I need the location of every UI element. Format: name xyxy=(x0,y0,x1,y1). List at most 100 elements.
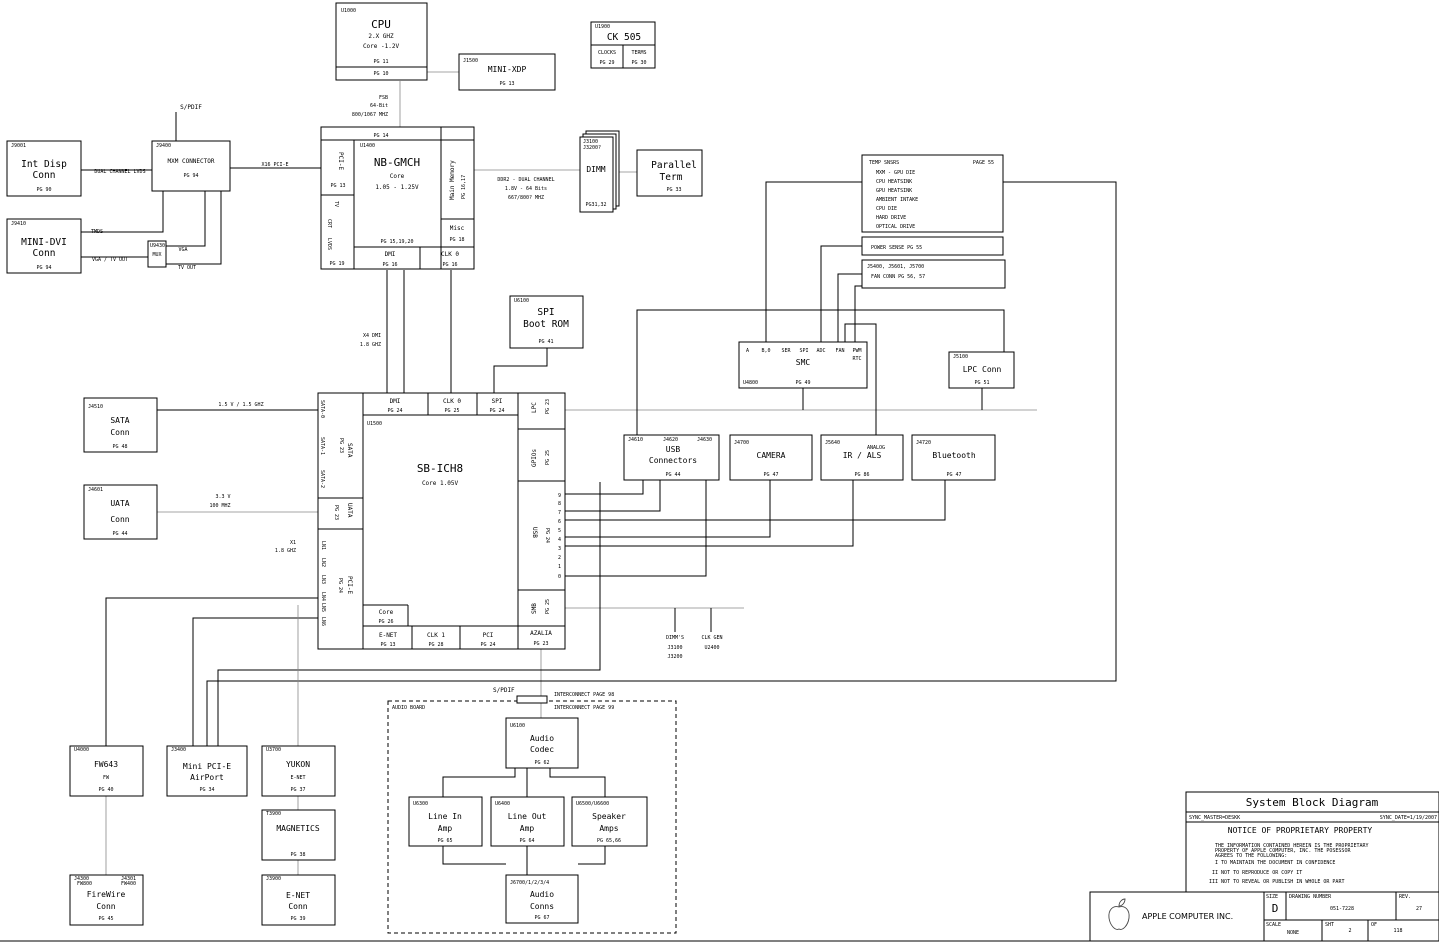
svg-text:J4700: J4700 xyxy=(734,440,749,446)
svg-text:PG 44: PG 44 xyxy=(112,531,127,537)
svg-text:Core: Core xyxy=(390,173,405,180)
svg-text:NB-GMCH: NB-GMCH xyxy=(374,156,420,169)
svg-text:S/PDIF: S/PDIF xyxy=(493,687,515,694)
svg-text:SB-ICH8: SB-ICH8 xyxy=(417,462,463,475)
svg-text:PG 13: PG 13 xyxy=(499,81,514,87)
svg-text:DIMM'S: DIMM'S xyxy=(666,635,684,641)
ddr-label: DDR2 - DUAL CHANNEL 1.8V - 64 Bits 667/8… xyxy=(497,177,554,201)
svg-text:FireWire: FireWire xyxy=(87,890,126,899)
svg-text:U1900: U1900 xyxy=(595,24,610,30)
svg-text:A: A xyxy=(746,348,749,354)
svg-text:PG 23: PG 23 xyxy=(333,505,339,520)
magnetics-block: T3900 MAGNETICS PG 38 xyxy=(261,809,336,861)
svg-text:Line Out: Line Out xyxy=(508,812,547,821)
svg-text:POWER SENSE PG 55: POWER SENSE PG 55 xyxy=(871,245,922,251)
fan-conn-block: J5400, J5601, J5700 FAN CONN PG 56, 57 xyxy=(861,259,1006,289)
smc-block: A B,0 SER SPI ADC FAN PWM RTC SMC U4800 … xyxy=(738,341,868,389)
svg-text:PG 18: PG 18 xyxy=(449,237,464,243)
tmds-label: TMDS xyxy=(91,229,103,235)
temp-item: HARD DRIVE xyxy=(876,215,906,221)
usb-connectors-block: J4610 J4620 J4630 USB Connectors PG 44 xyxy=(623,434,720,481)
svg-text:U3700: U3700 xyxy=(266,747,281,753)
svg-text:PG 51: PG 51 xyxy=(974,380,989,386)
temp-item: GPU HEATSINK xyxy=(876,188,912,194)
svg-text:FAN CONN PG 56, 57: FAN CONN PG 56, 57 xyxy=(871,274,925,280)
svg-text:E-NET: E-NET xyxy=(379,632,397,639)
svg-text:NONE: NONE xyxy=(1287,930,1299,936)
svg-text:FW: FW xyxy=(103,775,110,781)
svg-text:AUDIO BOARD: AUDIO BOARD xyxy=(392,705,425,711)
svg-text:Conn: Conn xyxy=(288,902,307,911)
temp-item: AMBIENT INTAKE xyxy=(876,197,918,203)
svg-text:Bluetooth: Bluetooth xyxy=(932,451,976,460)
uata-link-label-2: 100 MHZ xyxy=(209,503,230,509)
svg-text:SIZE: SIZE xyxy=(1266,894,1278,900)
svg-text:SMC: SMC xyxy=(796,358,811,367)
firewire-conn-block: J4300 FW800 J4301 FW400 FireWire Conn PG… xyxy=(69,874,144,926)
svg-text:IR / ALS: IR / ALS xyxy=(843,451,882,460)
svg-text:DRAWING NUMBER: DRAWING NUMBER xyxy=(1289,894,1332,900)
svg-text:1.8V - 64 Bits: 1.8V - 64 Bits xyxy=(505,186,547,192)
fw643-block: U4000 FW643 FW PG 40 xyxy=(69,745,144,797)
svg-text:UATA: UATA xyxy=(110,499,129,508)
svg-text:PG 11: PG 11 xyxy=(373,59,388,65)
svg-text:PG 13: PG 13 xyxy=(380,642,395,648)
svg-text:MINI-DVI: MINI-DVI xyxy=(21,237,67,248)
svg-text:J1500: J1500 xyxy=(463,58,478,64)
sata-link-label: 1.5 V / 1.5 GHZ xyxy=(218,402,263,408)
temp-item: CPU HEATSINK xyxy=(876,179,912,185)
svg-text:U6500/U6600: U6500/U6600 xyxy=(576,801,609,807)
svg-text:DMI: DMI xyxy=(390,398,401,405)
speaker-amps-block: U6500/U6600 Speaker Amps PG 65,66 xyxy=(571,796,648,847)
svg-text:J5400, J5601, J5700: J5400, J5601, J5700 xyxy=(867,264,924,270)
svg-text:SCALE: SCALE xyxy=(1266,922,1281,928)
svg-text:Conn: Conn xyxy=(33,248,56,259)
svg-text:6: 6 xyxy=(558,519,561,525)
svg-text:SATA-2: SATA-2 xyxy=(319,470,325,488)
svg-text:X4 DMI: X4 DMI xyxy=(363,333,381,339)
int-disp-conn-block: J9001 Int Disp Conn PG 90 xyxy=(6,140,82,197)
pcie-speed-label: 1.8 GHZ xyxy=(275,548,296,554)
svg-text:PG 65: PG 65 xyxy=(437,838,452,844)
svg-text:PG 19: PG 19 xyxy=(329,261,344,267)
uata-conn-block: J4601 UATA Conn PG 44 xyxy=(83,484,158,540)
temp-sensors-block: TEMP SNSRS PAGE 55 MXM - GPU DIE CPU HEA… xyxy=(861,154,1004,233)
svg-text:DDR2 - DUAL CHANNEL: DDR2 - DUAL CHANNEL xyxy=(497,177,554,183)
svg-text:AZALIA: AZALIA xyxy=(530,630,552,637)
svg-text:SER: SER xyxy=(781,348,791,354)
svg-text:LPC: LPC xyxy=(531,402,538,413)
parallel-term-block: Parallel Term PG 33 xyxy=(636,149,703,197)
svg-text:DMI: DMI xyxy=(385,251,396,258)
line-in-amp-block: U6300 Line In Amp PG 65 xyxy=(408,796,483,847)
svg-text:SATA-1: SATA-1 xyxy=(319,437,325,455)
temp-item: OPTICAL DRIVE xyxy=(876,224,915,230)
svg-text:8: 8 xyxy=(558,501,561,507)
svg-text:U4800: U4800 xyxy=(743,380,758,386)
svg-text:FAN: FAN xyxy=(835,348,844,354)
svg-text:AirPort: AirPort xyxy=(190,773,224,782)
svg-text:TV: TV xyxy=(333,201,339,207)
svg-text:U1000: U1000 xyxy=(341,8,356,14)
svg-text:J5100: J5100 xyxy=(953,354,968,360)
svg-text:CAMERA: CAMERA xyxy=(757,451,786,460)
svg-text:PG 25: PG 25 xyxy=(545,599,551,614)
svg-text:LN5: LN5 xyxy=(320,603,326,612)
svg-text:Speaker: Speaker xyxy=(592,812,626,821)
svg-text:PG 14: PG 14 xyxy=(373,133,388,139)
svg-text:PAGE 55: PAGE 55 xyxy=(973,160,994,166)
apple-logo-icon xyxy=(1108,898,1130,930)
svg-text:J3200?: J3200? xyxy=(583,145,601,151)
svg-text:CLK 1: CLK 1 xyxy=(427,632,445,639)
interconnect-labels: S/PDIF INTERCONNECT PAGE 98 INTERCONNECT… xyxy=(392,687,614,711)
svg-text:PG 13: PG 13 xyxy=(330,183,345,189)
svg-text:PG 94: PG 94 xyxy=(36,265,51,271)
title-block: System Block Diagram SYNC_MASTER=DESKK S… xyxy=(1089,791,1439,942)
svg-text:T3900: T3900 xyxy=(266,811,281,817)
dimm-block: J3100 J3200? DIMM PG31,32 xyxy=(579,130,620,213)
svg-text:USB: USB xyxy=(666,445,681,454)
svg-text:MAGNETICS: MAGNETICS xyxy=(276,824,320,833)
dual-lvds-label: DUAL CHANNEL LVDS xyxy=(94,169,145,175)
svg-text:SATA-0: SATA-0 xyxy=(319,400,325,418)
svg-text:Connectors: Connectors xyxy=(649,456,697,465)
svg-text:J9001: J9001 xyxy=(11,143,26,149)
